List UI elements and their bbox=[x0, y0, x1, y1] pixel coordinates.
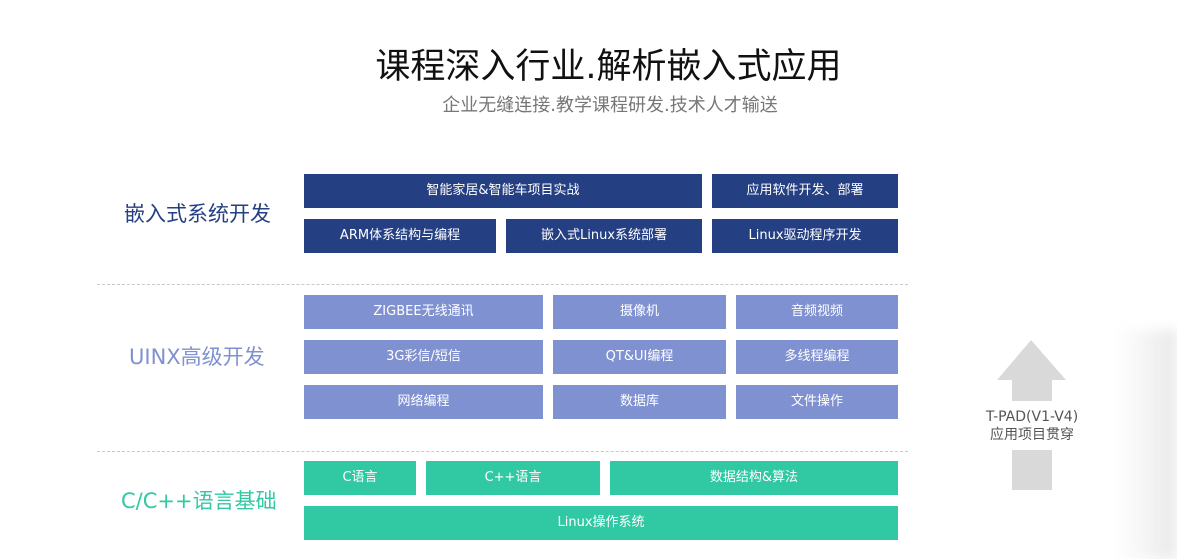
arrow-shaft bbox=[1012, 380, 1052, 401]
page-subtitle: 企业无缝连接.教学课程研发.技术人才输送 bbox=[442, 95, 778, 116]
course-qt-ui[interactable]: QT&UI编程 bbox=[553, 340, 726, 374]
course-linux-os[interactable]: Linux操作系统 bbox=[304, 506, 898, 540]
course-database[interactable]: 数据库 bbox=[553, 385, 726, 419]
course-data-structures[interactable]: 数据结构&算法 bbox=[610, 461, 898, 495]
section-label-uinx: UINX高级开发 bbox=[129, 345, 265, 369]
course-c-language[interactable]: C语言 bbox=[304, 461, 416, 495]
course-zigbee[interactable]: ZIGBEE无线通讯 bbox=[304, 295, 543, 329]
tpad-label: T-PAD(V1-V4) 应用项目贯穿 bbox=[960, 408, 1104, 444]
course-3g-mms-sms[interactable]: 3G彩信/短信 bbox=[304, 340, 543, 374]
course-smart-home-car[interactable]: 智能家居&智能车项目实战 bbox=[304, 174, 702, 208]
course-multithreading[interactable]: 多线程编程 bbox=[736, 340, 898, 374]
course-file-operations[interactable]: 文件操作 bbox=[736, 385, 898, 419]
arrow-head bbox=[997, 340, 1066, 380]
course-network-programming[interactable]: 网络编程 bbox=[304, 385, 543, 419]
course-arm-architecture[interactable]: ARM体系结构与编程 bbox=[304, 219, 496, 253]
tpad-description: 应用项目贯穿 bbox=[990, 427, 1074, 443]
course-linux-driver[interactable]: Linux驱动程序开发 bbox=[712, 219, 898, 253]
right-edge-shadow bbox=[1117, 330, 1177, 559]
tpad-version: T-PAD(V1-V4) bbox=[985, 409, 1079, 425]
section-label-embedded: 嵌入式系统开发 bbox=[124, 202, 271, 226]
page-title: 课程深入行业.解析嵌入式应用 bbox=[375, 47, 842, 87]
section-divider bbox=[97, 451, 908, 452]
course-embedded-linux[interactable]: 嵌入式Linux系统部署 bbox=[506, 219, 702, 253]
course-audio-video[interactable]: 音频视频 bbox=[736, 295, 898, 329]
arrow-base bbox=[1012, 450, 1052, 490]
section-label-cpp: C/C++语言基础 bbox=[121, 489, 277, 513]
course-camera[interactable]: 摄像机 bbox=[553, 295, 726, 329]
section-divider bbox=[97, 284, 908, 285]
course-cpp-language[interactable]: C++语言 bbox=[426, 461, 600, 495]
course-app-software[interactable]: 应用软件开发、部署 bbox=[712, 174, 898, 208]
